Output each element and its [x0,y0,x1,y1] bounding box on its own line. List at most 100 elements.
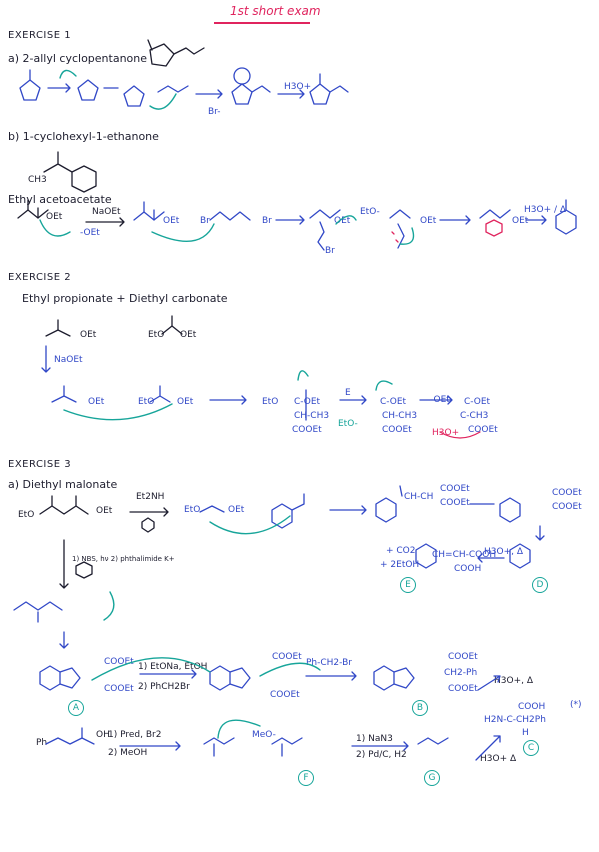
cyclize-1b [389,209,411,219]
benzaldehyde-small [141,517,155,533]
c-oet-label-2e: C-OEt [294,397,321,407]
curved-arrow-1a [59,69,77,79]
cyclic-1b [479,209,511,219]
h2n-label: H2N-C-CH2Ph [484,715,546,725]
pred-label-1: 1) Pred, Br2 [108,730,162,740]
aldol-ring [375,497,397,523]
curved-arrow-2-1 [63,403,173,421]
arrow-3-left [477,553,505,563]
cooh-label-3c: COOH [518,702,546,712]
arrow-1b-4 [525,215,547,225]
aldol-o [399,485,403,497]
eto-minus-label-1b: EtO- [360,207,380,217]
allyl-bromide [157,85,189,93]
h-label: H [522,728,529,738]
cooh-label-3: COOH [454,564,482,574]
enolate-1b [133,211,165,221]
ch-ch3-label-2f: CH-CH3 [382,411,418,421]
eto-label-2c: EtO [138,397,155,407]
cooet-label-3a2: COOEt [440,498,470,508]
enolate-2 [51,395,77,403]
ph-ch2-br-label: Ph-CH2-Br [306,658,352,668]
curved-arrow-1b [39,219,71,237]
h3o-label-2: H3O+ [432,428,460,438]
arrow-3-down2 [535,525,545,541]
oet-label-3a: OEt [96,506,113,516]
h3o-delta-label-3a: H3O+, Δ [484,547,523,557]
final-1b-ring [555,209,577,235]
br-label-1b-2: Br [262,216,272,226]
oet-label-1b-5: OEt [512,216,529,226]
oet-label-1b-3: OEt [334,216,351,226]
exercise3-part-a-label: a) Diethyl malonate [8,478,118,491]
curved-arrow-3-2 [103,591,115,621]
oet-label-3b: OEt [228,505,245,515]
co2-label-3: + CO2 [386,546,416,556]
ph-label-3: Ph [36,738,48,748]
curved-arrow-1b-2 [151,223,215,242]
arrow-3-bottom-3 [475,735,501,761]
target-carbonyl [147,39,153,51]
h3o-delta-label-3b: H3O+, Δ [494,676,533,686]
carbonate-2 [149,395,171,403]
oet-label-2d: OEt [177,397,194,407]
cyclopentanone-1 [19,79,41,101]
arrow-3-bottom-1 [119,741,181,751]
compound-letter-g: G [424,770,440,786]
h3o-arrow-2 [439,431,481,439]
e-label-2: E [345,388,351,398]
eto-label-2e: EtO [262,397,279,407]
oet-label-1b-2: OEt [163,216,180,226]
allyl-chain-2 [251,85,271,93]
product-allyl-1a [329,85,349,93]
curved-arrow-3-3 [91,657,211,681]
phthalimide-b [209,665,231,691]
arrow-3-4 [139,669,197,679]
compound-letter-b: B [412,700,428,716]
phthalimide-a [39,665,61,691]
br-label-1b-1: Br [200,216,210,226]
h3o-delta-label-1b: H3O+ / Δ [524,205,567,215]
curved-arrow-2-3 [375,380,393,391]
br-label-1b-3: Br [325,246,335,256]
oet-label-2c: OEt [88,397,105,407]
arrow-1a-3 [195,89,223,99]
c-oet-label-2f: C-OEt [380,397,407,407]
ch-ch-label-3: CH-CH [404,492,434,502]
compound-letter-a: A [68,700,84,716]
arrow-1a-4 [277,89,305,99]
iminium-piperidine [233,67,251,85]
cooet-label-3e1: COOEt [448,652,478,662]
arrow-3-2 [329,505,367,515]
exercise1-part-b-label: b) 1-cyclohexyl-1-ethanone [8,130,159,143]
arrow-3-bottom-2 [351,741,409,751]
arrow-1b-1 [85,217,125,227]
pred-label-2: 2) MeOH [108,748,148,758]
phth-small [75,561,93,579]
enolate-3 [199,505,225,513]
naoet-arrow-2 [41,345,51,373]
acyl-bromide [203,737,235,745]
steps-phth-label: 1) NBS, hν 2) phthalimide K+ [72,555,175,563]
exercise1-part-a-label: a) 2-allyl cyclopentanone [8,52,148,65]
eaa-chain [17,209,49,219]
compound-letter-e: E [400,577,416,593]
cooet-label-3d1: COOEt [272,652,302,662]
c-oet-label-2g: C-OEt [464,397,491,407]
naoet-label-1b: NaOEt [92,207,121,217]
title-underline [214,22,310,24]
eto-minus-label-2: EtO- [338,419,358,429]
ethyl-acetoacetate-label: Ethyl acetoacetate [8,193,112,206]
aldol2-ring [499,497,521,523]
cooet-label-3b2: COOEt [552,502,582,512]
etoh-label-3: + 2EtOH [380,560,420,570]
cinnamic-ring [415,543,437,569]
charges-1b [391,231,399,243]
oet-label-1b-1: OEt [46,212,63,222]
cooet-label-3c1: COOEt [104,657,134,667]
phthalimide-c [373,665,395,691]
oh-label-3: OH [96,730,110,740]
meo-minus-label: MeO- [252,730,276,740]
star-note: (*) [570,700,582,710]
